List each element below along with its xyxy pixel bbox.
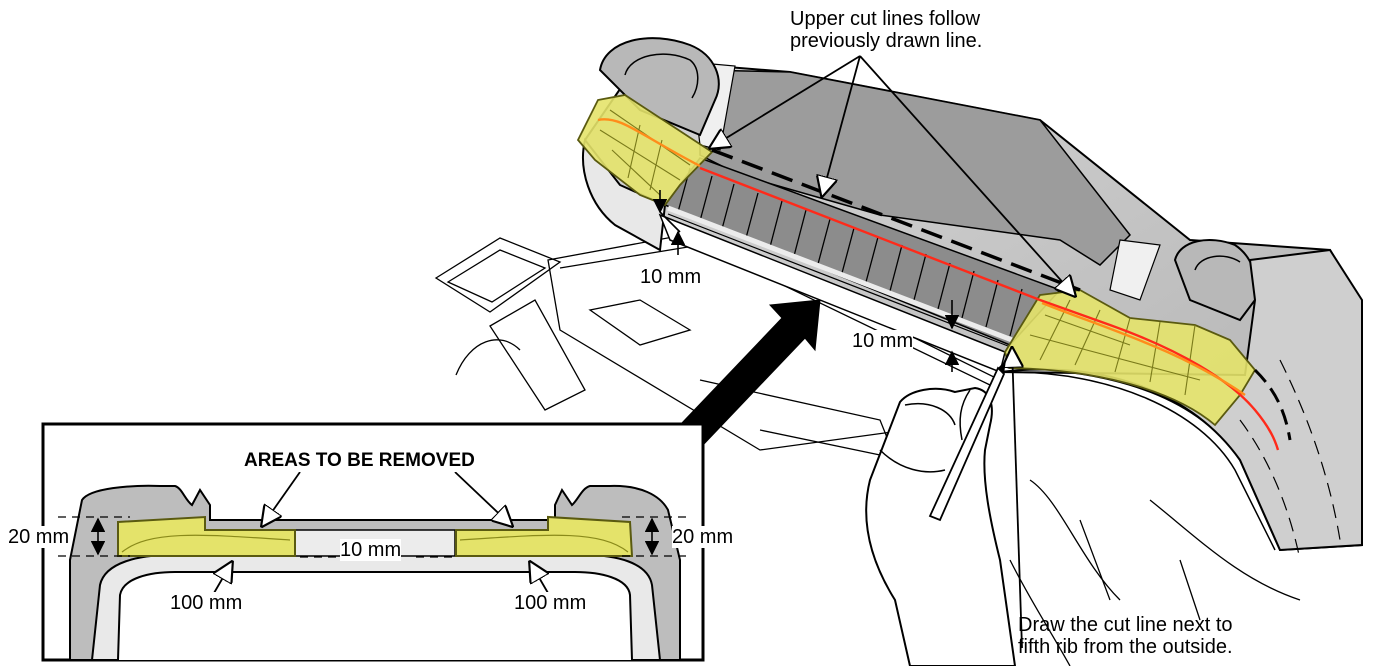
inset-height-right: 20 mm <box>672 526 734 548</box>
inset-removal-right <box>455 515 634 557</box>
upper-cut-guide <box>711 148 1081 292</box>
inset-width-right: 100 mm <box>514 592 587 614</box>
inset-height-left: 20 mm <box>8 526 70 548</box>
removal-area-right <box>1004 289 1257 427</box>
dimension-left-10mm <box>652 190 686 255</box>
draw-cut-line-callout: Draw the cut line next to fifth rib from… <box>1018 614 1233 658</box>
upper-cut-callout-arrows <box>710 55 1075 296</box>
dim-label-upper-left: 10 mm <box>640 266 702 288</box>
bumper-illustration <box>434 37 1364 666</box>
hand-icon <box>865 360 1017 666</box>
left-end-cap <box>598 37 720 137</box>
inset-center-gap: 10 mm <box>340 539 402 561</box>
cut-line-red <box>699 166 1280 451</box>
channel-ribs <box>677 167 1023 337</box>
upper-cut-lines-callout: Upper cut lines follow previously drawn … <box>790 8 983 52</box>
inset-title: AREAS TO BE REMOVED <box>244 450 475 472</box>
cut-line-orange-left <box>597 118 701 168</box>
draw-cut-callout-arrow <box>1012 348 1022 649</box>
inset-width-left: 100 mm <box>170 592 243 614</box>
dim-label-upper-right: 10 mm <box>852 330 914 352</box>
cut-line-orange-right <box>1041 301 1246 396</box>
